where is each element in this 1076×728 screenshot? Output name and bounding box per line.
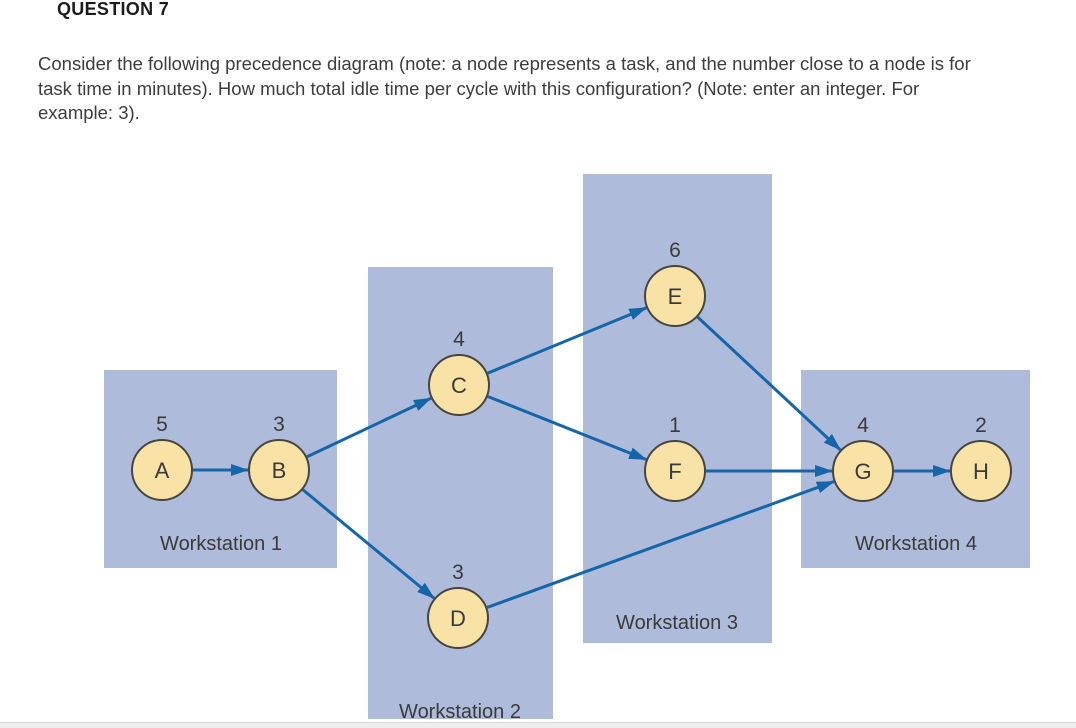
edge-C-F xyxy=(487,395,648,461)
node-B-label: B xyxy=(272,458,287,483)
edge-B-C xyxy=(306,396,432,459)
edge-E-G xyxy=(696,316,842,451)
edge-B-D xyxy=(301,488,436,600)
workstation-3-box xyxy=(583,174,772,643)
node-E xyxy=(644,265,706,327)
question-title: QUESTION 7 xyxy=(57,0,170,19)
workstation-3-label: Workstation 3 xyxy=(616,612,738,634)
horizontal-scrollbar[interactable] xyxy=(0,722,1076,728)
node-A xyxy=(131,439,193,501)
node-B xyxy=(248,439,310,501)
node-C-label: C xyxy=(451,373,467,398)
node-E-time: 6 xyxy=(669,239,681,262)
node-G-label: G xyxy=(854,459,871,484)
node-D-label: D xyxy=(450,606,466,631)
node-C-time: 4 xyxy=(453,328,465,351)
node-G-time: 4 xyxy=(857,414,869,437)
workstation-4-label: Workstation 4 xyxy=(855,533,977,555)
node-F xyxy=(644,440,706,502)
node-F-time: 1 xyxy=(669,414,681,437)
edge-C-E xyxy=(487,306,648,375)
node-F-label: F xyxy=(668,459,681,484)
node-G xyxy=(832,440,894,502)
node-B-time: 3 xyxy=(273,413,285,436)
node-A-time: 5 xyxy=(156,413,168,436)
node-H-label: H xyxy=(973,459,989,484)
node-D xyxy=(427,587,489,649)
node-E-label: E xyxy=(668,284,683,309)
question-text: Consider the following precedence diagra… xyxy=(38,52,1076,126)
node-A-label: A xyxy=(155,458,170,483)
question-text-line: Consider the following precedence diagra… xyxy=(38,53,971,74)
question-text-line: task time in minutes). How much total id… xyxy=(38,77,920,99)
node-H-time: 2 xyxy=(975,414,987,437)
question-text-line: example: 3). xyxy=(38,102,140,123)
workstation-1-label: Workstation 1 xyxy=(160,533,282,555)
node-C xyxy=(428,354,490,416)
node-H xyxy=(950,440,1012,502)
node-D-time: 3 xyxy=(452,561,464,584)
edge-D-G xyxy=(486,480,835,609)
workstation-2-label: Workstation 2 xyxy=(399,701,521,723)
